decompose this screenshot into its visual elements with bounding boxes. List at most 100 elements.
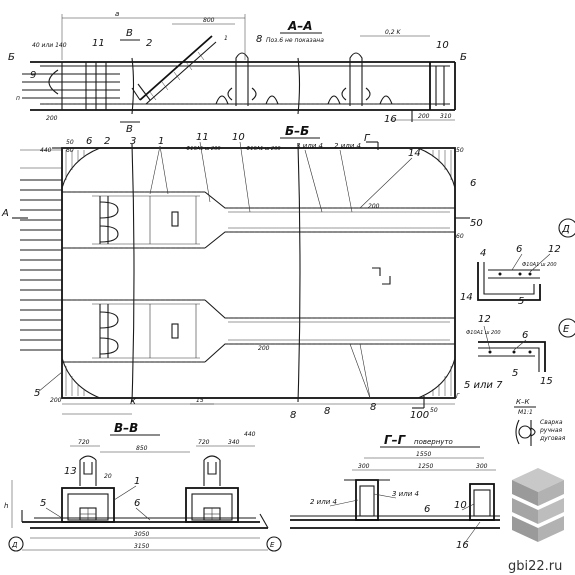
dim-100-right: 50 — [430, 407, 438, 414]
watermark-logo — [512, 468, 564, 542]
pos-10-top: 10 — [436, 40, 449, 51]
label-b-left: Б — [8, 52, 15, 63]
vv-dim-h: h — [4, 502, 8, 510]
dim-02k: 0,2 K — [385, 29, 401, 36]
rib-lower — [62, 299, 455, 363]
pos-11-plan: 11 — [196, 132, 209, 143]
gg-pos-2or4: 2 или 4 — [310, 498, 337, 506]
gg-dim-300b: 300 — [476, 463, 488, 470]
section-vv: В–В 720 850 720 — [4, 421, 282, 552]
vv-dim-20: 20 — [104, 473, 112, 480]
pos-11-top: 11 — [92, 38, 105, 49]
label-g-top: Г — [364, 133, 371, 144]
watermark-text: gbi22.ru — [508, 559, 562, 574]
vv-dim-850: 850 — [136, 445, 148, 452]
pos-2-plan: 2 — [104, 136, 110, 147]
dim-200-right: 200 — [418, 113, 430, 120]
gg-dim-1550: 1550 — [416, 451, 431, 458]
vv-dim-440: 440 — [244, 431, 256, 438]
label-g-bottom: 100 — [410, 410, 429, 421]
label-v-bottom: В — [126, 124, 133, 135]
vv-pos6: 6 — [134, 498, 140, 509]
detail-d-rebar: Ф10А1 ш 200 — [522, 262, 557, 268]
dim-200-lower: 200 — [258, 345, 270, 352]
dim-40-140: 40 или 140 — [32, 42, 67, 49]
dim-800: 800 — [203, 17, 215, 24]
pos-5-plan: 5 — [34, 388, 40, 399]
vv-pos1: 1 — [134, 476, 140, 487]
vv-callout-d: Д — [11, 541, 18, 549]
pos-8a-plan: 8 — [370, 402, 376, 413]
gg-pos16: 16 — [456, 540, 469, 551]
pos-1-plan: 1 — [158, 136, 164, 147]
rib-upper — [62, 191, 455, 249]
section-bb: Б–Б — [1, 124, 503, 421]
section-vv-title: В–В — [114, 421, 138, 435]
callout-e: Е — [558, 318, 575, 338]
dim-50-right-bottom: Г — [456, 393, 460, 400]
label-v-top: В — [126, 28, 133, 39]
detail-d-pos4: 4 — [480, 248, 486, 259]
dim-50-left-bottom: 200 — [50, 397, 62, 404]
dim-310: 310 — [440, 113, 452, 120]
dim-b: к — [130, 396, 136, 407]
label-a-left: А — [1, 208, 9, 219]
gg-pos-3or4: 3 или 4 — [392, 490, 419, 498]
detail-d-pos5: 5 — [518, 296, 524, 307]
rebar-note-1: Ф10А1 ш 200 — [186, 146, 221, 152]
gg-dim-1250: 1250 — [418, 463, 433, 470]
section-aa-title: А–А — [287, 19, 313, 33]
pos-15-plan: 8 — [324, 406, 330, 417]
dim-50-right-top: 50 — [456, 147, 464, 154]
weld-note-2: ручная — [539, 427, 563, 434]
label-a-right: 50 — [470, 218, 483, 229]
dim-60-right: 60 — [456, 233, 464, 240]
label-b-right: Б — [460, 52, 467, 63]
detail-e-rebar: Ф10А1 ш 200 — [466, 330, 501, 336]
detail-d-pos14: 14 — [460, 292, 473, 303]
pos-16-top: 16 — [384, 114, 397, 125]
vv-dim-720a: 720 — [78, 439, 90, 446]
dim-50-top: 50 — [66, 139, 74, 146]
pos-2or4: 2 или 4 — [334, 142, 361, 150]
vv-pos5: 5 — [40, 498, 46, 509]
gg-pos6: 6 — [424, 504, 430, 515]
callout-d-label: Д — [561, 224, 570, 235]
weld-note-1: Сварка — [540, 419, 563, 426]
detail-d-pos6: 6 — [516, 244, 522, 255]
section-kk-ratio: М1:1 — [518, 409, 533, 416]
section-kk: К–К М1:1 Сварка ручная дуговая — [514, 398, 566, 446]
detail-e-pos15: 15 — [540, 376, 553, 387]
callout-d: Д — [558, 218, 575, 238]
pos-3-plan: 3 — [130, 136, 136, 147]
dim-440: 440 — [40, 147, 52, 154]
section-kk-title: К–К — [516, 398, 530, 406]
vv-callout-e: Е — [270, 541, 275, 549]
pos-3or4: 3 или 4 — [296, 142, 323, 150]
vv-dim-720b: 720 — [198, 439, 210, 446]
pos-6-right: 6 — [470, 178, 476, 189]
vv-dim-3050: 3050 — [134, 531, 149, 538]
detail-e-pos12: 12 — [478, 314, 491, 325]
section-bb-title: Б–Б — [285, 124, 309, 138]
section-aa: А–А Поз.6 не показана а 800 0,2 K — [8, 10, 467, 135]
pos-9: 9 — [30, 70, 36, 81]
detail-e-pos6: 6 — [522, 330, 528, 341]
dim-200-bottom: 15 — [196, 397, 204, 404]
dim-60-top: 60 — [66, 147, 74, 154]
corner-hatch — [61, 147, 456, 399]
detail-e: 12 Ф10А1 ш 200 6 5 15 — [466, 314, 553, 387]
detail-d-pos12: 12 — [548, 244, 561, 255]
pos-14-plan: 14 — [408, 148, 421, 159]
dim-200-left: 200 — [46, 115, 58, 122]
section-gg: Г–Г повернуто 1550 300 1250 300 2 или 4 … — [290, 433, 500, 551]
dim-n: п — [16, 95, 20, 102]
section-aa-note: Поз.6 не показана — [266, 37, 324, 44]
dim-a: а — [115, 10, 119, 18]
pos-1-top: 1 — [224, 35, 228, 42]
gg-dim-300a: 300 — [358, 463, 370, 470]
section-gg-title: Г–Г — [384, 433, 407, 447]
pos-2-top: 2 — [146, 38, 152, 49]
